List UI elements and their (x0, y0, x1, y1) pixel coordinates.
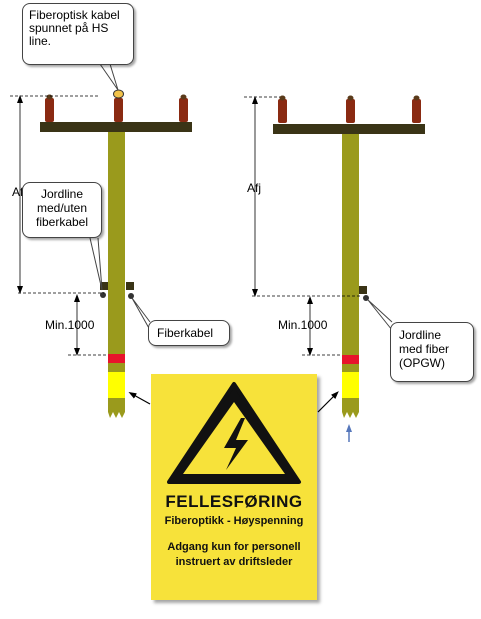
right-pole-red-band (342, 355, 359, 364)
right-opgw-dot (363, 295, 369, 301)
left-pole-foot (108, 398, 125, 418)
right-crossarm (273, 124, 425, 134)
left-dimensions (10, 95, 108, 356)
right-dimensions (244, 96, 360, 356)
callout-fiber-on-line: Fiberoptisk kabel spunnet på HS line. (22, 3, 134, 65)
min-left-label: Min.1000 (45, 318, 95, 332)
right-opgw-bracket (359, 286, 367, 294)
left-crossarm (40, 122, 192, 132)
left-insulator-1 (45, 94, 54, 122)
left-pole-yellow-band (108, 372, 125, 398)
left-pole (40, 89, 192, 418)
right-pole-foot (342, 398, 359, 418)
left-insulator-3 (179, 94, 188, 122)
left-pole-shaft (108, 130, 125, 355)
callout-fiber-cable: Fiberkabel (148, 320, 230, 346)
left-earth-bracket (100, 282, 108, 290)
arrow-to-right-pole (317, 391, 339, 413)
right-pole-yellow-band (342, 372, 359, 398)
sign-line-1: Adgang kun for personell (167, 541, 301, 553)
afj-right-label: Afj (247, 181, 262, 195)
pointer-earth-wire (89, 237, 103, 291)
sign-title: FELLESFØRING (165, 492, 303, 511)
callout-pointers (89, 63, 393, 331)
warning-sign: FELLESFØRING Fiberoptikk - Høyspenning A… (151, 374, 317, 600)
left-pole-red-band (108, 354, 125, 363)
left-insulator-2 (113, 89, 124, 122)
right-pole-shaft (342, 133, 359, 355)
left-fiber-cable-dot (128, 293, 134, 299)
right-insulator-1 (278, 95, 287, 123)
callout-opgw: Jordline med fiber (OPGW) (390, 322, 474, 382)
right-pole-lower-band (342, 364, 359, 372)
right-pole (273, 95, 425, 442)
pointer-fiber-cable (131, 297, 151, 331)
left-fiber-bracket (126, 282, 134, 290)
sign-subtitle: Fiberoptikk - Høyspenning (164, 515, 304, 527)
pointer-fiber-on-line (99, 63, 119, 91)
high-voltage-warning-icon (167, 382, 301, 484)
arrow-to-left-pole (128, 392, 151, 405)
left-earth-wire-dot (100, 292, 106, 298)
sign-line-2: instruert av driftsleder (175, 556, 293, 568)
callout-earth-wire: Jordline med/uten fiberkabel (22, 182, 102, 238)
right-insulator-3 (412, 95, 421, 123)
right-insulator-2 (346, 95, 355, 123)
min-right-label: Min.1000 (278, 318, 328, 332)
pointer-opgw (367, 299, 393, 331)
left-pole-lower-band (108, 363, 125, 372)
sign-arrows (128, 391, 339, 413)
